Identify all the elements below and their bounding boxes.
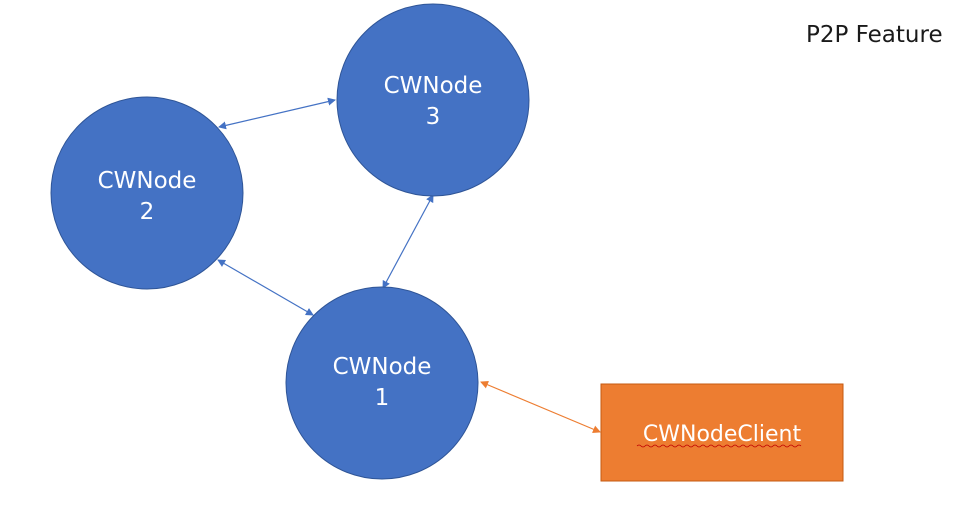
link-node2-node1 (217, 259, 314, 316)
node-2-name: CWNode (98, 168, 197, 194)
link-node1-client (480, 381, 601, 433)
spellcheck-underline (636, 444, 802, 448)
node-2-number: 2 (140, 199, 155, 225)
link-node2-node3 (218, 97, 336, 130)
node-1-number: 1 (375, 385, 390, 411)
node-3-name: CWNode (384, 73, 483, 99)
node-1: CWNode 1 (285, 286, 479, 480)
diagram-title: P2P Feature (806, 22, 943, 48)
node-1-name: CWNode (333, 354, 432, 380)
client-label: CWNodeClient (643, 422, 802, 447)
link-node1-node3 (382, 194, 434, 289)
node-3: CWNode 3 (336, 3, 530, 197)
node-2: CWNode 2 (50, 96, 244, 290)
node-3-number: 3 (426, 104, 441, 130)
client-box: CWNodeClient (600, 383, 844, 482)
